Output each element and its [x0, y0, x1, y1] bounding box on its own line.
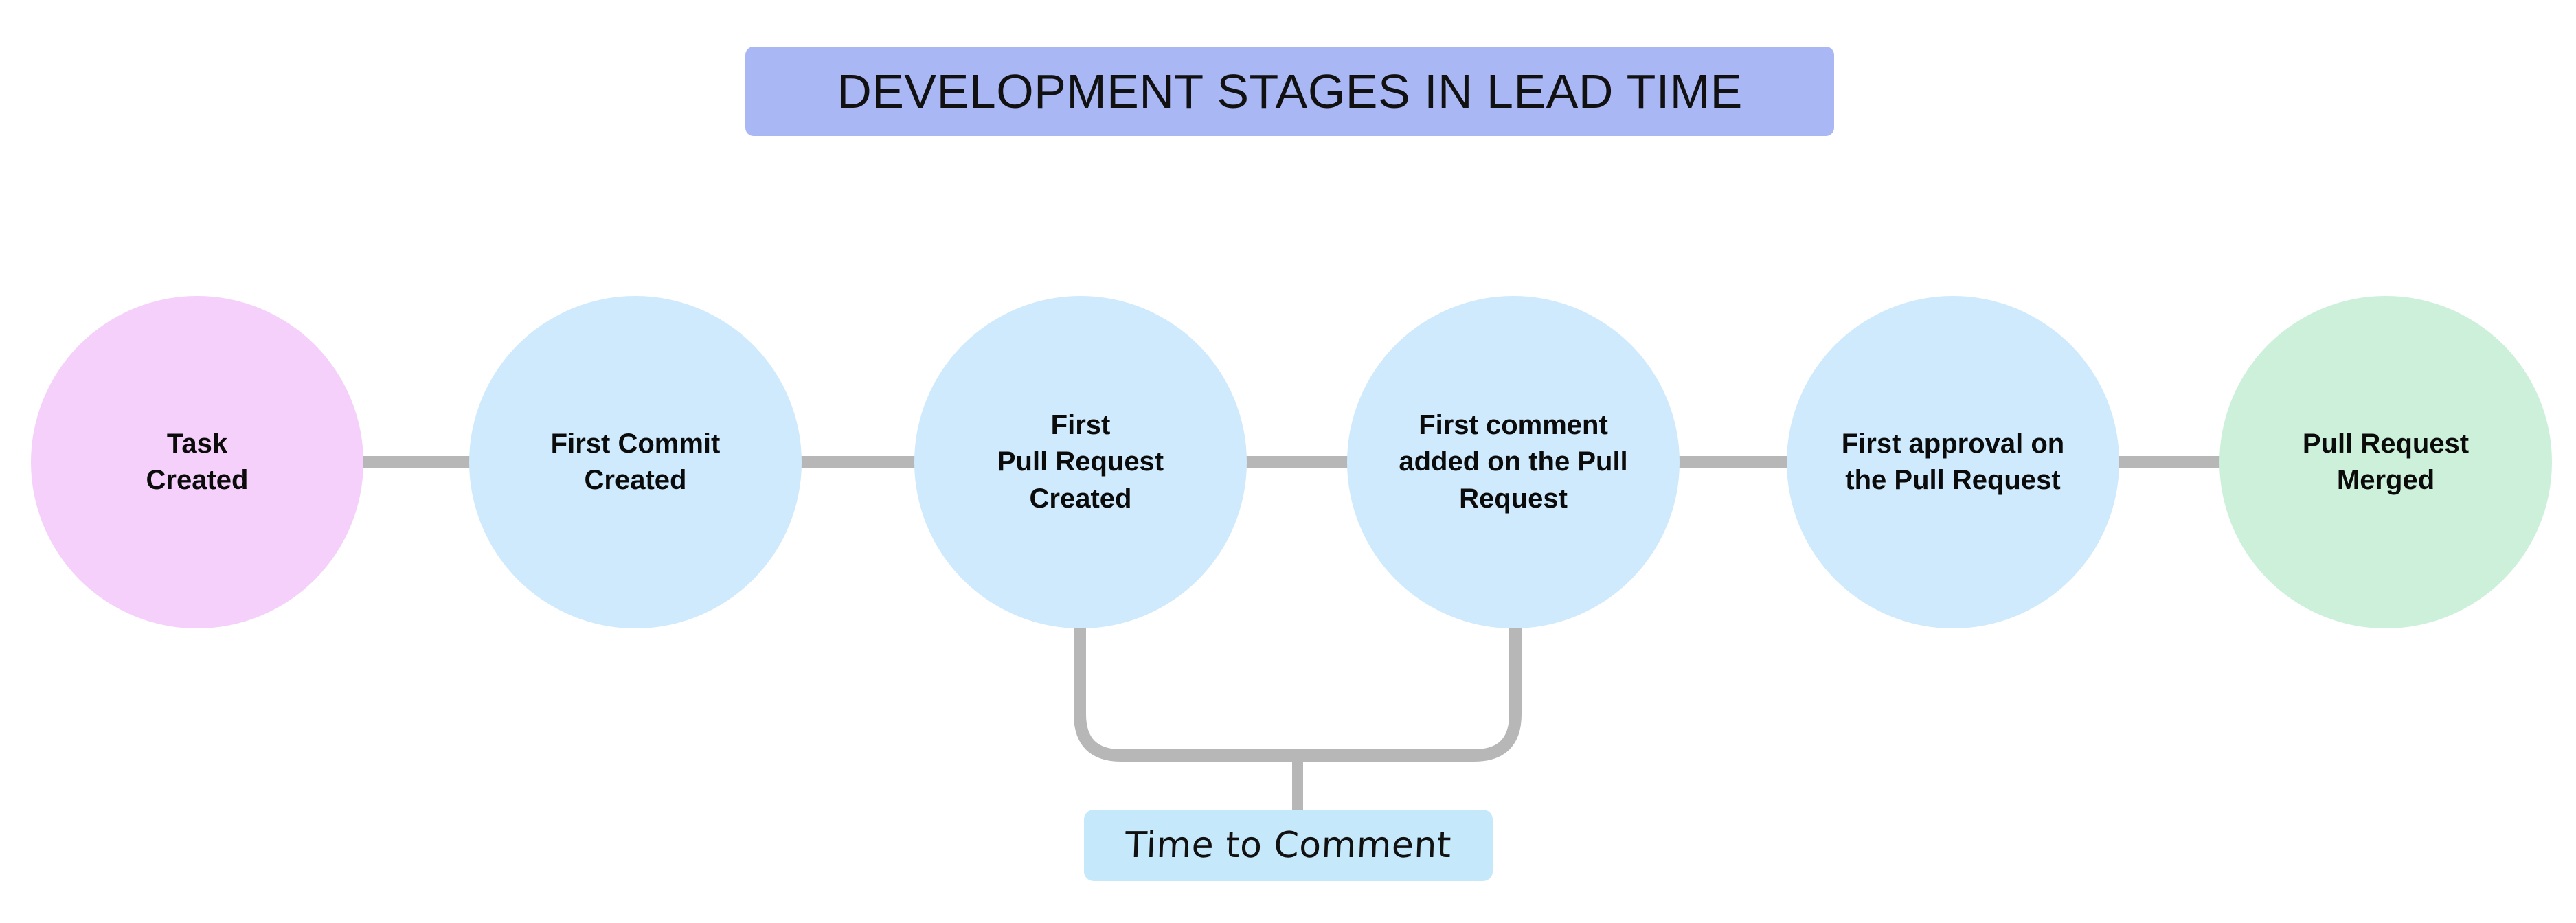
node-label: First Pull Request Created — [997, 410, 1164, 514]
node-label: First Commit Created — [550, 428, 721, 495]
node-first-comment-on-pull-request[interactable]: First comment added on the Pull Request — [1347, 296, 1680, 628]
annotation-time-to-comment[interactable]: Time to Comment — [1084, 810, 1493, 881]
node-label: Pull Request Merged — [2302, 428, 2470, 495]
connector-2-3 — [795, 456, 919, 468]
connector-1-2 — [357, 456, 481, 468]
annotation-label: Time to Comment — [1125, 825, 1452, 866]
node-first-pull-request-created[interactable]: First Pull Request Created — [914, 296, 1247, 628]
connector-4-5 — [1673, 456, 1792, 468]
node-pull-request-merged[interactable]: Pull Request Merged — [2219, 296, 2552, 628]
page-title: DEVELOPMENT STAGES IN LEAD TIME — [837, 65, 1743, 118]
node-label: First approval on the Pull Request — [1841, 428, 2065, 495]
node-first-approval-on-pull-request[interactable]: First approval on the Pull Request — [1787, 296, 2119, 628]
connector-5-6 — [2113, 456, 2223, 468]
connector-3-4 — [1235, 456, 1352, 468]
page-title-banner: DEVELOPMENT STAGES IN LEAD TIME — [745, 47, 1834, 136]
node-task-created[interactable]: Task Created — [31, 296, 363, 628]
node-label: First comment added on the Pull Request — [1399, 410, 1628, 514]
node-first-commit-created[interactable]: First Commit Created — [469, 296, 802, 628]
node-label: Task Created — [146, 428, 249, 495]
